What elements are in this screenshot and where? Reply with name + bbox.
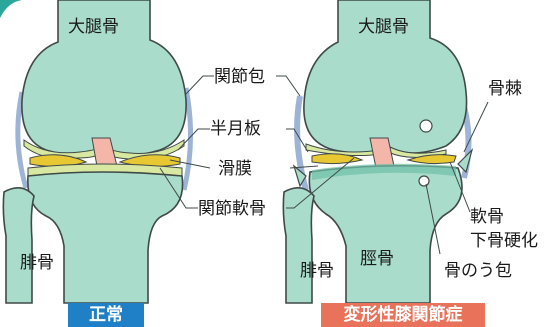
label-osteophyte: 骨棘: [488, 79, 522, 99]
label-sclerosis-line1: 軟骨: [470, 207, 504, 227]
tibia-shape-right: [309, 166, 462, 303]
label-synovium: 滑膜: [218, 159, 252, 179]
label-fibula-right: 腓骨: [300, 261, 334, 281]
label-tibia: 脛骨: [360, 249, 394, 269]
label-articular-cartilage: 関節軟骨: [198, 199, 266, 219]
caption-osteoarthritis: 変形性膝関節症: [321, 303, 485, 327]
label-joint-capsule: 関節包: [214, 67, 265, 87]
tibia-shape-left: [28, 172, 183, 303]
label-femur-right: 大腿骨: [358, 17, 409, 37]
label-fibula-left: 腓骨: [20, 253, 54, 273]
label-femur-left: 大腿骨: [68, 17, 119, 37]
label-sclerosis-line2: 下骨硬化: [470, 231, 538, 251]
corner-arc: [0, 0, 22, 18]
label-bone-cyst: 骨のう包: [444, 261, 512, 281]
fibula-shape-right: [283, 188, 314, 303]
label-meniscus: 半月板: [210, 119, 261, 139]
bone-cyst-femur: [420, 120, 432, 132]
bone-cyst-tibia: [419, 176, 429, 186]
fibula-shape-left: [3, 188, 34, 303]
caption-normal: 正常: [68, 303, 144, 327]
